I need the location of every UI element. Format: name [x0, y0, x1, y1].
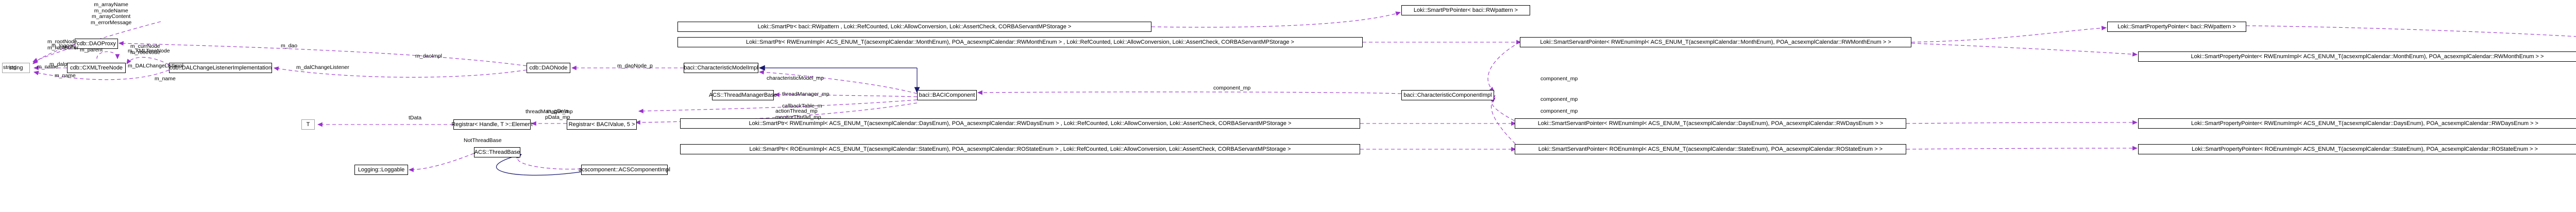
edge-label-l_m_name_2: m_name — [155, 76, 176, 82]
class-node-n_smartservant_m[interactable]: Loki::SmartServantPointer< RWEnumImpl< A… — [1520, 37, 1911, 47]
edge-label-l_m_name_1: m_name — [37, 64, 58, 70]
class-node-n_charcomponents[interactable]: baci::CharacteristicComponentImpl — [1401, 90, 1494, 100]
class-node-n_smartptr_days[interactable]: Loki::SmartPtr< RWEnumImpl< ACS_ENUM_T(a… — [680, 118, 1360, 129]
class-node-n_acsthreadbase[interactable]: ACS::ThreadBase — [474, 147, 520, 157]
class-node-n_bacicomponent[interactable]: baci::BACIComponent — [917, 90, 977, 100]
edge-label-l_charmodel: characteristicModel_mp — [767, 75, 824, 81]
class-node-n_smartptr_month[interactable]: Loki::SmartPtr< RWEnumImpl< ACS_ENUM_T(a… — [677, 37, 1363, 47]
edge-label-l_m_logger: m_logger — [52, 43, 74, 49]
edge-label-l_tdata: tData — [409, 115, 422, 121]
edge-label-l_threadmgr: threadManager_mp — [782, 91, 829, 97]
class-node-n_smartprop_1[interactable]: Loki::SmartPropertyPointer< baci::RWpatt… — [2107, 22, 2246, 32]
class-node-n_smartservant_1[interactable]: Loki::SmartPtrPointer< baci::RWpattern > — [1401, 5, 1530, 15]
edge-label-l_m_daoimpl: m_daoImpl — [415, 53, 442, 59]
class-node-n_smartservant_s[interactable]: Loki::SmartServantPointer< ROEnumImpl< A… — [1515, 144, 1906, 154]
class-node-n_smartservant_d[interactable]: Loki::SmartServantPointer< RWEnumImpl< A… — [1515, 118, 1906, 129]
class-node-n_daoproxy[interactable]: cdb::DAOProxy — [75, 39, 118, 49]
edge-label-l_callback: callbackTable_m — [782, 103, 822, 109]
class-node-n_smartprop_s[interactable]: Loki::SmartPropertyPointer< ROEnumImpl< … — [2138, 144, 2576, 154]
class-node-n_T[interactable]: T — [301, 119, 315, 130]
class-node-n_smartptr_robj[interactable]: Loki::SmartPtr< baci::RWpattern , Loki::… — [677, 22, 1151, 32]
edge-label-l_component_3: component_mp — [1540, 108, 1578, 114]
edge-label-l_m_parent: m_parent — [80, 47, 103, 53]
class-node-n_charmodelimpl2[interactable]: acscomponent::ACSComponentImpl — [579, 165, 670, 175]
edge-label-l_threadmgr2: threadManager_mp — [526, 109, 573, 115]
class-node-n_cxmltreenode[interactable]: cdb::CXMLTreeNode — [67, 63, 126, 73]
edge-label-l_m_xmltre: m_XMLTreeNode — [128, 48, 170, 54]
edge-label-l_m_name_3: m_name — [55, 73, 76, 79]
edge-label-l_daoimpl2: m_DALChangeListImpl — [128, 63, 183, 69]
class-node-n_string[interactable]: string — [2, 63, 30, 73]
edge-label-l_component_1: component_mp — [1540, 76, 1578, 82]
edge-label-l_string_arr: string — [3, 64, 16, 70]
class-node-n_registrar_hm[interactable]: Registrar< BACIValue, 5 > — [567, 119, 637, 130]
class-node-n_threadmgrbase[interactable]: ACS::ThreadManagerBase — [709, 90, 777, 100]
class-node-n_logging[interactable]: Logging::Loggable — [354, 165, 408, 175]
class-node-n_dalchange[interactable]: cdb::DALChangeListenerImplementation — [169, 63, 272, 73]
class-node-n_smartptr_state[interactable]: Loki::SmartPtr< ROEnumImpl< ACS_ENUM_T(a… — [680, 144, 1360, 154]
class-node-n_smartprop_d[interactable]: Loki::SmartPropertyPointer< RWEnumImpl< … — [2138, 118, 2576, 129]
class-node-n_charmodelimpl[interactable]: baci::CharacteristicModelImpl — [684, 63, 758, 73]
class-node-n_registrar_el[interactable]: Registrar< Handle, T >::Element — [451, 119, 533, 130]
edge-label-l_dal: m_dalp — [49, 61, 67, 67]
edge-label-l_notthread: NotThreadBase — [464, 137, 502, 144]
edge-label-l_component: component_mp — [1213, 85, 1251, 91]
edge-label-l_component_2: component_mp — [1540, 96, 1578, 102]
class-node-n_smartprop_m[interactable]: Loki::SmartPropertyPointer< RWEnumImpl< … — [2138, 51, 2576, 62]
edge-label-l_m_dao: m_dao — [281, 43, 298, 49]
edge-label-l_m_dalchange: m_dalChangeListener — [296, 64, 349, 70]
edge-label-l_m_daonode: m_daoNode_p — [617, 63, 653, 69]
class-node-n_daonode[interactable]: cdb::DAONode — [527, 63, 570, 73]
